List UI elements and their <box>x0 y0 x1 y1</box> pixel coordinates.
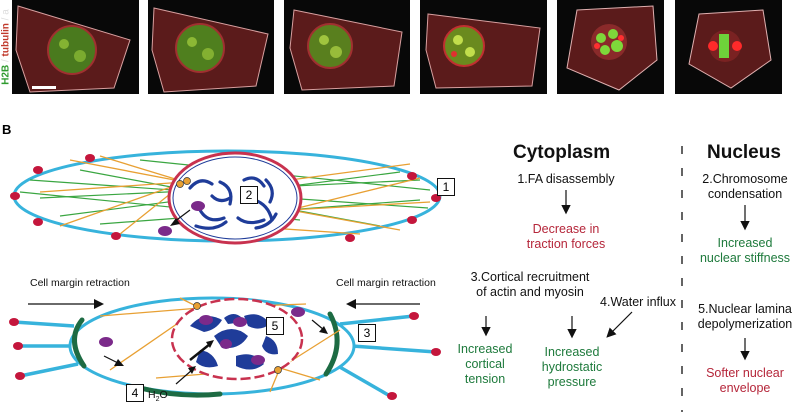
interphase-cell <box>10 149 442 245</box>
nuclear-lamina: 5.Nuclear lamina depolymerization <box>690 302 800 332</box>
box-4: 4 <box>126 384 144 402</box>
nucleus-arrowhead-bottom <box>206 340 214 348</box>
cortical-line-2: of actin and myosin <box>476 285 584 299</box>
stiffness-line-2: nuclear stiffness <box>699 251 791 265</box>
panel-a-micrographs: H2B / tubulin / a <box>0 0 800 96</box>
water-sub: 2 <box>155 396 160 404</box>
micrograph-5 <box>557 0 664 94</box>
micrograph-2 <box>148 0 274 94</box>
softer-line-1: Softer nuclear <box>706 366 784 380</box>
myosin-top <box>158 201 205 236</box>
water-influx: 4.Water influx <box>592 295 684 310</box>
inward-arrow-right <box>311 319 325 331</box>
cortical-actomyosin <box>72 311 340 398</box>
lamina-line-2: depolymerization <box>697 317 793 331</box>
increased-hydrostatic-pressure: Increased hydrostatic pressure <box>522 345 622 390</box>
softer-nuclear-envelope: Softer nuclear envelope <box>690 366 800 396</box>
micrograph-3 <box>284 0 410 94</box>
adhesions-top <box>10 154 441 242</box>
lamina-line-1: 5.Nuclear lamina <box>698 302 792 316</box>
decrease-traction: Decrease in traction forces <box>505 222 627 252</box>
stiffness-line-1: Increased <box>717 236 773 250</box>
arrow-water-to-pressure <box>606 311 633 338</box>
centrosome-top <box>176 177 191 188</box>
tension-line-2: cortical <box>465 357 505 371</box>
retraction-fibers <box>13 314 437 398</box>
inward-arrowhead-left <box>114 359 124 366</box>
adhesions-bottom <box>9 312 441 400</box>
softer-line-2: envelope <box>719 381 771 395</box>
chromosome-line-2: condensation <box>707 187 783 201</box>
micrograph-4 <box>420 0 547 94</box>
cortical-recruitment: 3.Cortical recruitment of actin and myos… <box>450 270 610 300</box>
centrosomes-bottom <box>193 302 282 374</box>
scale-bar <box>32 86 56 89</box>
water-h: H <box>148 389 156 401</box>
cytoplasm-header: Cytoplasm <box>513 142 611 163</box>
nucleus-arrow-bottom <box>189 343 211 361</box>
box-5: 5 <box>266 317 284 335</box>
increased-nuclear-stiffness: Increased nuclear stiffness <box>690 236 800 266</box>
box-3: 3 <box>358 324 376 342</box>
hydro-line-2: hydrostatic <box>541 360 603 374</box>
hydro-line-1: Increased <box>544 345 600 359</box>
myosin-bottom <box>99 307 305 347</box>
water-arrow <box>175 369 193 385</box>
nucleus-header: Nucleus <box>707 142 781 163</box>
micrograph-6 <box>675 0 782 94</box>
chromosome-condensation: 2.Chromosome condensation <box>690 172 800 202</box>
fa-disassembly: 1.FA disassembly <box>505 172 627 187</box>
inward-arrowhead-right <box>319 326 328 334</box>
decrease-traction-line-1: Decrease in <box>532 222 600 236</box>
fa-disassembly-text: 1.FA disassembly <box>517 172 615 186</box>
chromatin-top <box>188 176 278 230</box>
water-arrowhead <box>188 366 196 374</box>
decrease-traction-line-2: traction forces <box>526 237 606 251</box>
myosin-nucleus <box>199 315 265 365</box>
cell-margin-retraction-left: Cell margin retraction <box>30 277 130 289</box>
box-2: 2 <box>240 186 258 204</box>
box-1: 1 <box>437 178 455 196</box>
nucleus-top <box>167 151 303 245</box>
cell-margin-retraction-right: Cell margin retraction <box>336 277 436 289</box>
retraction-arrowhead-left <box>94 299 104 309</box>
water-o: O <box>159 389 168 401</box>
panel-b-letter: B <box>2 122 12 137</box>
hydro-line-3: pressure <box>547 375 597 389</box>
chromosome-line-1: 2.Chromosome <box>702 172 788 186</box>
micrograph-1 <box>12 0 139 94</box>
retraction-arrowhead-right <box>346 299 356 309</box>
increased-cortical-tension: Increased cortical tension <box>440 342 530 387</box>
cortical-line-1: 3.Cortical recruitment <box>470 270 590 284</box>
water-influx-text: 4.Water influx <box>600 295 676 309</box>
tension-line-3: tension <box>464 372 506 386</box>
nucleus-arrowhead-top <box>170 218 180 226</box>
tension-line-1: Increased <box>457 342 513 356</box>
water-label: H2O <box>148 388 168 407</box>
